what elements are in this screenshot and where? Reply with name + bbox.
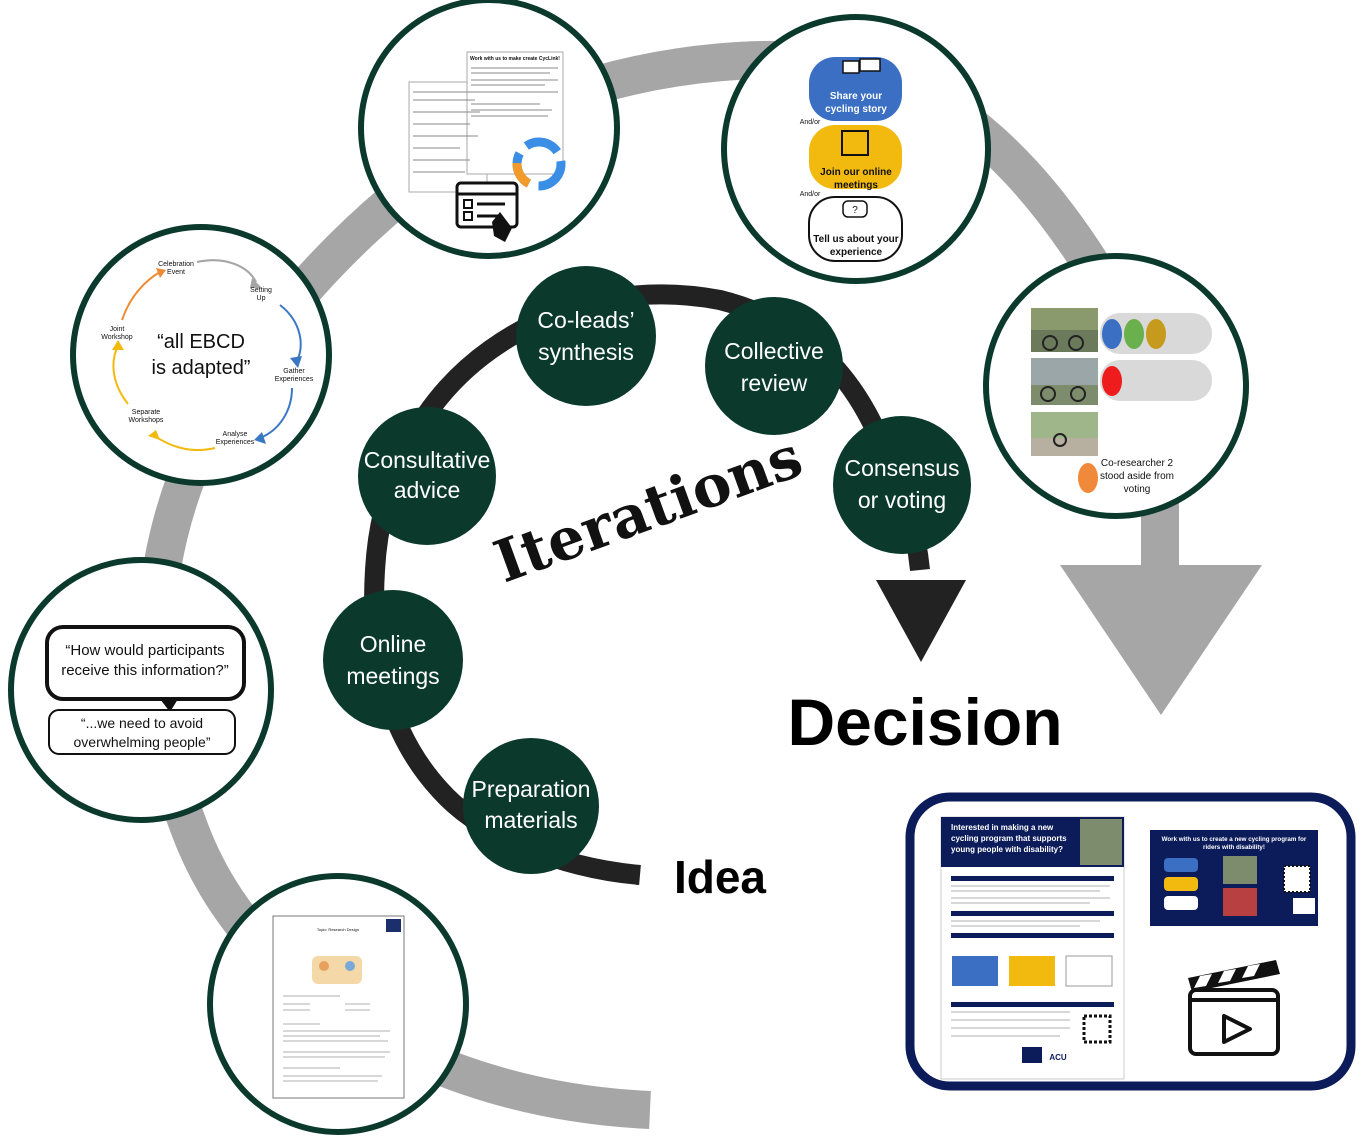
cycle-label: Separate — [132, 409, 161, 416]
share-story-option — [809, 57, 902, 121]
abstain-note: Co-researcher 2 — [1101, 458, 1174, 469]
step-label: advice — [394, 477, 460, 503]
cycle-label: Workshops — [129, 417, 164, 424]
and-or-label: And/or — [800, 191, 821, 198]
step-label: Co-leads’ — [537, 307, 634, 333]
tell-experience-text: experience — [830, 247, 883, 258]
acu-logo-text: ACU — [1049, 1053, 1067, 1062]
idea-label: Idea — [674, 851, 766, 903]
step-label: Consensus — [844, 455, 959, 481]
participation-options-circle: Share your cycling story And/or Join our… — [721, 14, 991, 284]
cycle-label: Workshop — [101, 334, 132, 341]
step-label: meetings — [346, 663, 439, 689]
step-label: materials — [484, 807, 577, 833]
poster-headline: Interested in making a new — [951, 823, 1054, 832]
output-panel: Interested in making a new cycling progr… — [905, 792, 1356, 1091]
cycle-label: Experiences — [275, 376, 314, 383]
document-illustration — [312, 956, 362, 984]
flyer-text-lines — [413, 67, 558, 173]
vote-dot — [1124, 319, 1144, 349]
speech-bubbles-circle: “How would participants receive this inf… — [8, 557, 274, 823]
abstain-note: voting — [1124, 484, 1151, 495]
cycle-label: Up — [257, 295, 266, 302]
speech-bubble-text: “...we need to avoid — [81, 715, 203, 731]
speech-bubble-text: overwhelming people” — [74, 734, 211, 750]
poster-headline: cycling program that supports — [951, 834, 1067, 843]
slide-headline: riders with disability! — [1203, 844, 1265, 851]
inner-dark-spiral — [364, 284, 966, 885]
abstain-note: stood aside from — [1100, 471, 1174, 482]
flyer-circle: Work with us to make create CycLink! — [358, 0, 620, 259]
vote-bar — [1100, 360, 1212, 401]
step-preparation-materials: Preparation materials — [463, 738, 599, 874]
dark-arrow-head — [876, 580, 966, 662]
speech-bubble-text: receive this information?” — [61, 662, 229, 679]
document-title: Topic: Research Design — [317, 927, 359, 932]
step-label: Collective — [724, 338, 824, 364]
step-consultative-advice: Consultative advice — [358, 407, 496, 545]
flyer-headline: Work with us to make create CycLink! — [470, 56, 560, 62]
speech-bubble-text: “How would participants — [65, 642, 224, 659]
document-circle: Topic: Research Design — [207, 873, 469, 1135]
cycle-label: Setting — [250, 287, 272, 294]
decision-label: Decision — [787, 685, 1062, 759]
ebcd-quote: is adapted” — [152, 357, 251, 379]
and-or-label: And/or — [800, 119, 821, 126]
ebcd-cycle-circle: “all EBCD is adapted” Celebration Event … — [70, 224, 332, 486]
abstain-dot — [1078, 463, 1098, 493]
share-story-text: cycling story — [825, 104, 887, 115]
voting-circle: Co-researcher 2 stood aside from voting — [983, 253, 1249, 519]
step-label: Online — [360, 631, 426, 657]
vote-dot — [1102, 319, 1122, 349]
step-collective-review: Collective review — [705, 297, 843, 435]
step-consensus-or-voting: Consensus or voting — [833, 416, 971, 554]
ebcd-quote: “all EBCD — [157, 331, 245, 353]
step-label: Consultative — [364, 447, 491, 473]
poster-headline: young people with disability? — [951, 845, 1063, 854]
join-meetings-text: meetings — [834, 180, 878, 191]
checklist-hand-icon — [455, 181, 519, 242]
video-clapperboard-icon — [1188, 960, 1280, 1056]
step-label: review — [741, 370, 808, 396]
qr-code — [1082, 1014, 1112, 1044]
tell-experience-text: Tell us about your — [813, 234, 898, 245]
cycle-label: Gather — [283, 368, 305, 375]
question-icon: ? — [852, 205, 858, 216]
step-coleads-synthesis: Co-leads’ synthesis — [516, 266, 656, 406]
cycle-label: Celebration — [158, 261, 194, 268]
iterations-label: Iterations — [486, 422, 811, 596]
gray-arrow-head — [1060, 565, 1262, 715]
cycle-label: Event — [167, 269, 185, 276]
step-label: synthesis — [538, 339, 634, 365]
tell-experience-option — [808, 196, 903, 262]
vote-dot — [1146, 319, 1166, 349]
slide-headline: Work with us to create a new cycling pro… — [1162, 836, 1307, 843]
poster-text-lines — [951, 885, 1110, 1037]
join-meetings-text: Join our online — [820, 167, 892, 178]
step-online-meetings: Online meetings — [323, 590, 463, 730]
document-text-lines — [283, 995, 390, 1082]
vote-dot — [1102, 366, 1122, 396]
step-label: Preparation — [472, 776, 591, 802]
cycle-label: Joint — [110, 326, 125, 333]
cycle-label: Experiences — [216, 439, 255, 446]
join-meetings-option — [809, 125, 902, 189]
share-story-text: Share your — [830, 91, 882, 102]
step-label: or voting — [858, 487, 946, 513]
cycle-label: Analyse — [223, 431, 248, 438]
